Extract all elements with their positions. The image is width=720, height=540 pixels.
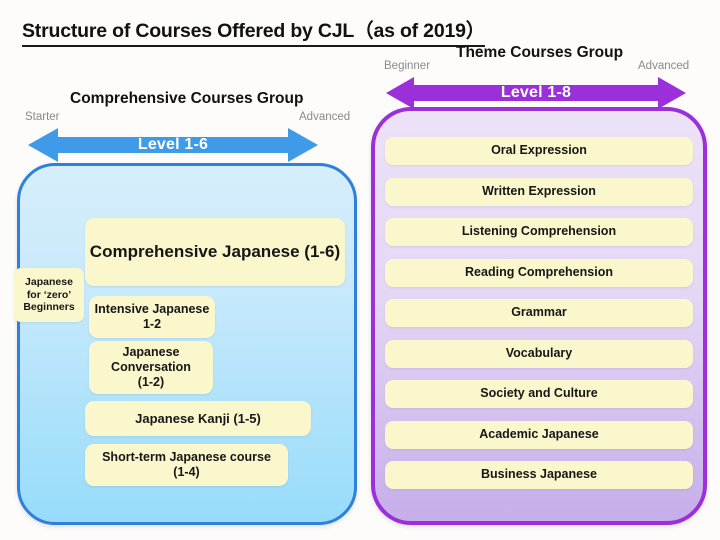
comprehensive-group-heading: Comprehensive Courses Group xyxy=(70,90,304,107)
course-label: Business Japanese xyxy=(480,467,598,482)
course-label: Reading Comprehension xyxy=(465,264,613,279)
course-label: Oral Expression xyxy=(491,143,587,158)
course-label: Grammar xyxy=(511,305,567,320)
course-label: Japanese Conversation (1-2) xyxy=(111,344,191,390)
course-label: Written Expression xyxy=(482,183,596,198)
course-box-japanese-conversation[interactable]: Japanese Conversation (1-2) xyxy=(89,341,213,394)
course-box-japanese-kanji[interactable]: Japanese Kanji (1-5) xyxy=(85,401,311,436)
double-arrow-icon xyxy=(386,77,686,109)
theme-course-box[interactable]: Business Japanese xyxy=(385,461,693,489)
course-label: Comprehensive Japanese (1-6) xyxy=(89,241,341,261)
theme-course-box[interactable]: Listening Comprehension xyxy=(385,218,693,246)
course-label: Society and Culture xyxy=(480,386,598,401)
theme-course-box[interactable]: Reading Comprehension xyxy=(385,258,693,287)
double-arrow-icon xyxy=(28,128,318,162)
comprehensive-start-label: Starter xyxy=(25,111,60,123)
course-box-short-term-japanese[interactable]: Short-term Japanese course (1-4) xyxy=(85,444,288,486)
course-label: Japanese for ‘zero’ Beginners xyxy=(23,275,75,314)
theme-start-label: Beginner xyxy=(384,60,431,72)
course-label: Academic Japanese xyxy=(479,426,599,441)
course-box-zero-beginners[interactable]: Japanese for ‘zero’ Beginners xyxy=(14,268,84,322)
course-box-comprehensive-japanese[interactable]: Comprehensive Japanese (1-6) xyxy=(85,218,345,286)
theme-course-box[interactable]: Oral Expression xyxy=(385,137,693,165)
page-title: Structure of Courses Offered by CJL（as o… xyxy=(22,14,485,47)
theme-course-box[interactable]: Society and Culture xyxy=(385,380,693,408)
course-box-intensive-japanese[interactable]: Intensive Japanese 1-2 xyxy=(89,296,215,338)
course-label: Listening Comprehension xyxy=(461,224,617,239)
theme-level-arrow: Level 1-8 xyxy=(386,76,686,110)
course-label: Intensive Japanese 1-2 xyxy=(94,301,210,331)
theme-course-box[interactable]: Grammar xyxy=(385,299,693,327)
course-label: Short-term Japanese course (1-4) xyxy=(102,449,271,479)
theme-group-heading: Theme Courses Group xyxy=(456,44,624,61)
theme-course-box[interactable]: Academic Japanese xyxy=(385,420,693,449)
comprehensive-level-arrow: Level 1-6 xyxy=(28,127,318,163)
theme-level-label: Level 1-8 xyxy=(500,84,572,101)
theme-course-box[interactable]: Vocabulary xyxy=(385,339,693,368)
course-label: Japanese Kanji (1-5) xyxy=(135,410,261,426)
theme-course-box[interactable]: Written Expression xyxy=(385,177,693,206)
theme-end-label: Advanced xyxy=(638,60,690,72)
comprehensive-level-label: Level 1-6 xyxy=(137,136,209,153)
comprehensive-end-label: Advanced xyxy=(299,111,351,123)
course-label: Vocabulary xyxy=(505,345,573,360)
